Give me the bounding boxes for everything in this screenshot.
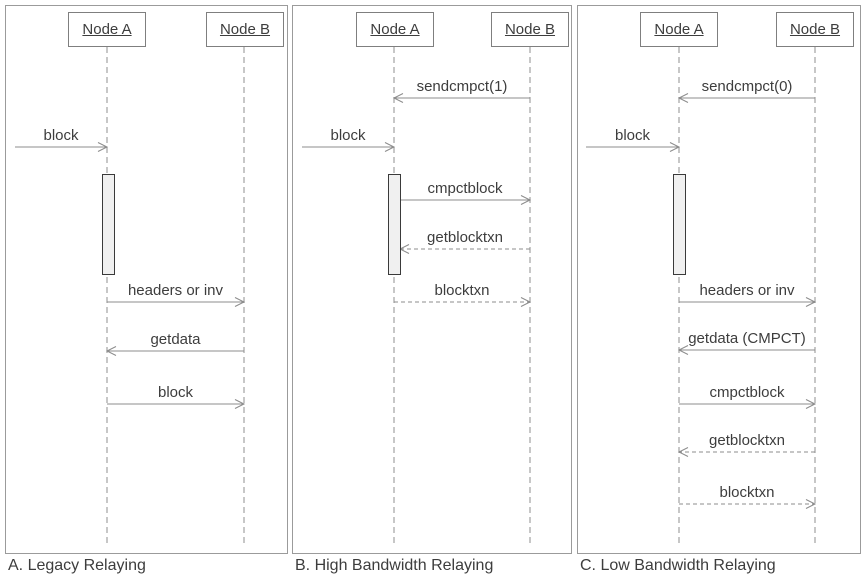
- activation-bar: [673, 174, 686, 275]
- panel-caption: C. Low Bandwidth Relaying: [580, 557, 776, 574]
- message-lines-b: sendcmpct(1) block cmpctblock getblocktxn bl…: [302, 47, 532, 543]
- message-lines-c: sendcmpct(0) block headers or inv getdata (…: [586, 47, 817, 543]
- actor-box-node-b: Node B: [776, 12, 854, 47]
- message-label: cmpctblock: [427, 180, 503, 197]
- message: block: [107, 384, 246, 409]
- panel-legacy-relaying: Node A Node B block headers or inv getdata…: [5, 5, 288, 575]
- arrowhead-icon: [105, 346, 117, 356]
- actor-label: Node B: [789, 21, 841, 38]
- message-label: block: [330, 127, 366, 144]
- panel-caption: B. High Bandwidth Relaying: [295, 557, 494, 574]
- panel-border-b: Node A Node B sendcmpct(1) block cmpctbloc…: [292, 5, 572, 554]
- arrowhead-icon: [520, 195, 532, 205]
- actor-label: Node B: [219, 21, 271, 38]
- panel-border-c: Node A Node B sendcmpct(0) block headers o…: [577, 5, 861, 554]
- message: headers or inv: [107, 282, 246, 307]
- message-label: headers or inv: [699, 282, 795, 299]
- message: cmpctblock: [679, 384, 817, 409]
- actor-label: Node A: [654, 21, 704, 38]
- message-label: block: [158, 384, 194, 401]
- arrowhead-icon: [805, 399, 817, 409]
- panel-caption: A. Legacy Relaying: [8, 557, 146, 574]
- message: cmpctblock: [400, 180, 532, 205]
- message: block: [586, 127, 681, 152]
- message: block: [15, 127, 109, 152]
- message: sendcmpct(1): [392, 78, 530, 103]
- message-lines-a: block headers or inv getdata block: [15, 47, 246, 543]
- panel-border-a: Node A Node B block headers or inv getdata…: [5, 5, 288, 554]
- arrowhead-icon: [805, 499, 817, 509]
- arrowhead-icon: [234, 297, 246, 307]
- arrowhead-icon: [677, 447, 689, 457]
- message-label: block: [43, 127, 79, 144]
- arrowhead-icon: [234, 399, 246, 409]
- message: getblocktxn: [398, 229, 530, 254]
- message: getdata: [105, 331, 244, 356]
- actor-box-node-a: Node A: [68, 12, 146, 47]
- message-label: getblocktxn: [427, 229, 503, 246]
- panel-high-bandwidth-relaying: Node A Node B sendcmpct(1) block cmpctbloc…: [292, 5, 572, 575]
- message-label: blocktxn: [434, 282, 489, 299]
- message: headers or inv: [679, 282, 817, 307]
- arrowhead-icon: [97, 142, 109, 152]
- arrowhead-icon: [384, 142, 396, 152]
- arrowhead-icon: [805, 297, 817, 307]
- message: blocktxn: [679, 484, 817, 509]
- message: sendcmpct(0): [677, 78, 815, 103]
- message-label: getdata: [150, 331, 201, 348]
- message-label: headers or inv: [128, 282, 224, 299]
- message-label: block: [615, 127, 651, 144]
- activation-bar: [388, 174, 401, 275]
- arrowhead-icon: [669, 142, 681, 152]
- actor-box-node-a: Node A: [356, 12, 434, 47]
- panel-low-bandwidth-relaying: Node A Node B sendcmpct(0) block headers o…: [577, 5, 861, 575]
- message-label: sendcmpct(0): [702, 78, 793, 95]
- arrowhead-icon: [520, 297, 532, 307]
- message-label: getdata (CMPCT): [688, 330, 806, 347]
- arrowhead-icon: [677, 93, 689, 103]
- actor-box-node-a: Node A: [640, 12, 718, 47]
- activation-bar: [102, 174, 115, 275]
- message: block: [302, 127, 396, 152]
- actor-box-node-b: Node B: [206, 12, 284, 47]
- message-label: cmpctblock: [709, 384, 785, 401]
- arrowhead-icon: [677, 345, 689, 355]
- message: getdata (CMPCT): [677, 330, 815, 355]
- arrowhead-icon: [392, 93, 404, 103]
- message-label: blocktxn: [719, 484, 774, 501]
- message: getblocktxn: [677, 432, 815, 457]
- message-label: sendcmpct(1): [417, 78, 508, 95]
- actor-box-node-b: Node B: [491, 12, 569, 47]
- message-label: getblocktxn: [709, 432, 785, 449]
- message: blocktxn: [394, 282, 532, 307]
- actor-label: Node B: [504, 21, 556, 38]
- actor-label: Node A: [82, 21, 132, 38]
- actor-label: Node A: [370, 21, 420, 38]
